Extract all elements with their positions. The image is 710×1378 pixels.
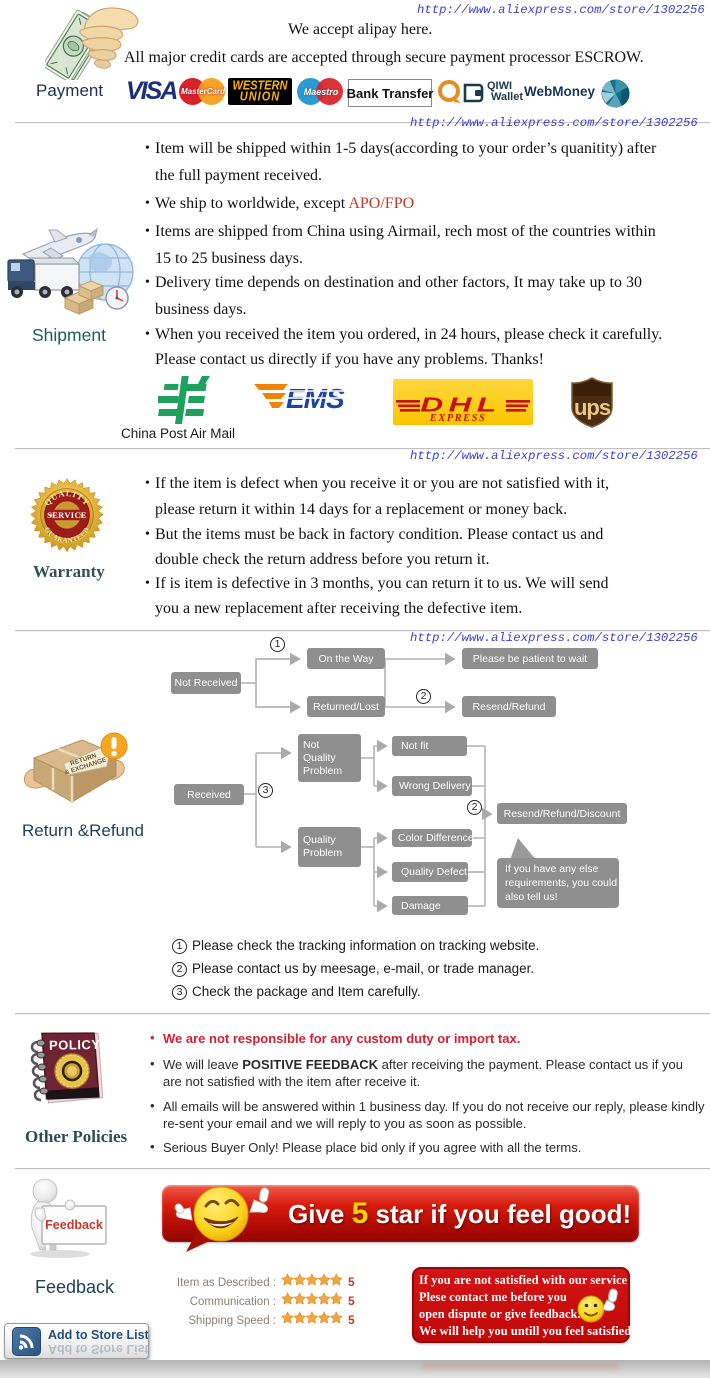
svg-text:DHL: DHL [420,393,501,416]
svg-text:Feedback: Feedback [45,1218,103,1232]
svg-text:★: ★ [80,512,85,519]
svg-text:★: ★ [49,512,54,519]
svg-text:POLICY: POLICY [49,1037,101,1053]
svg-text:SERVICE: SERVICE [47,511,87,520]
svg-text:ups: ups [574,395,611,420]
svg-text:EXPRESS: EXPRESS [429,413,487,424]
